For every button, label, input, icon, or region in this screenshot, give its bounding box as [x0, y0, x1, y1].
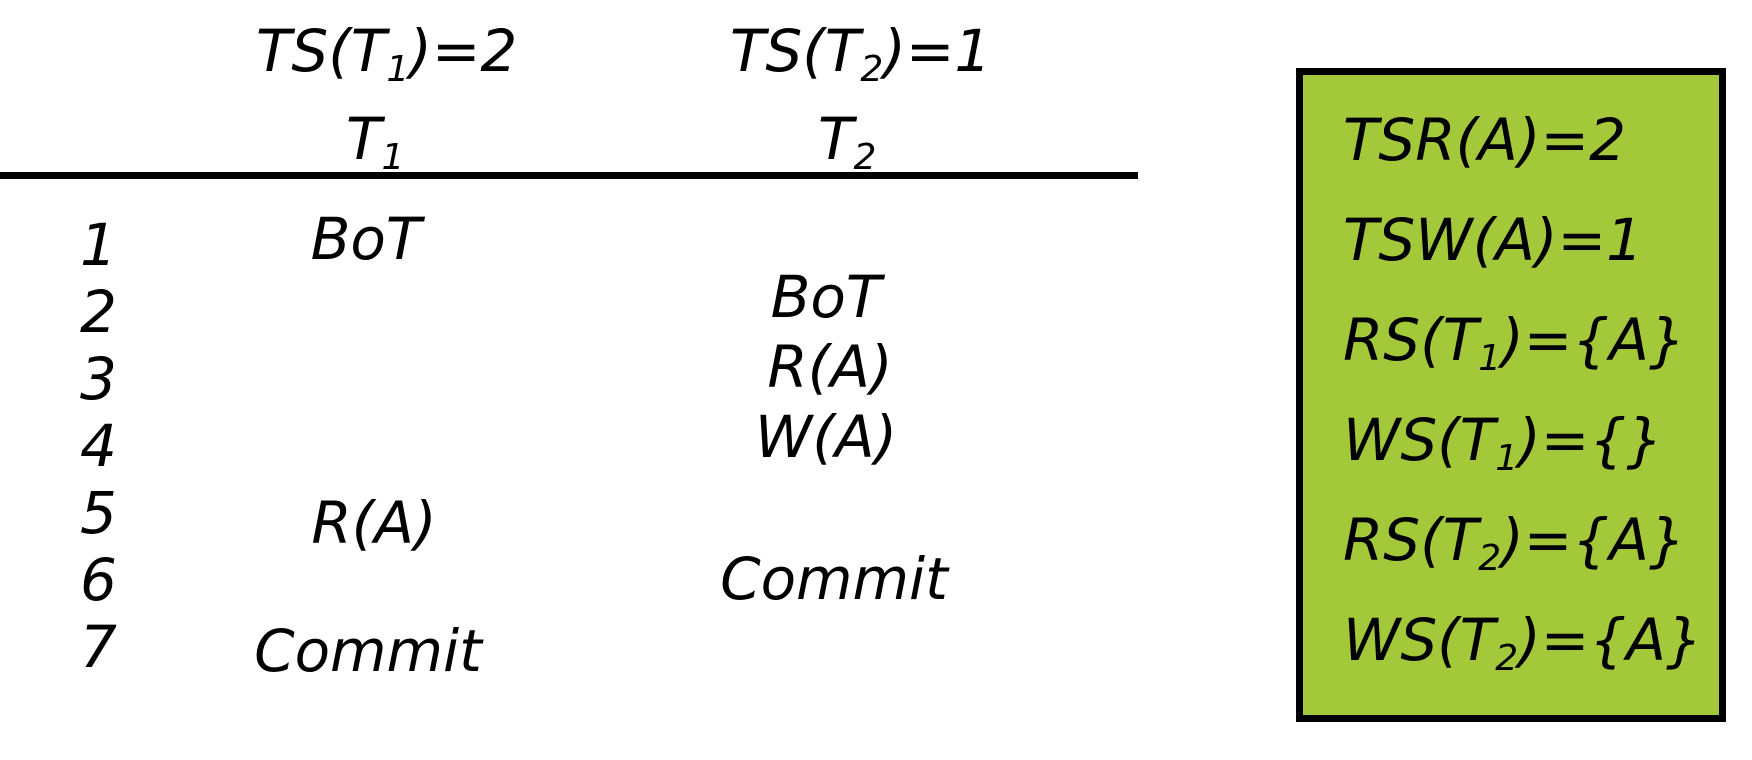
t1-op-commit: Commit — [254, 617, 482, 685]
ws-t2-prefix: WS(T — [1343, 606, 1496, 674]
step-number-4: 4 — [80, 412, 117, 480]
rs-t2-suffix: )={A} — [1501, 506, 1686, 574]
timestamp-state-box: TSR(A)=2 TSW(A)=1 RS(T1)={A} WS(T1)={} R… — [1296, 68, 1726, 722]
t2-ts-sub: 2 — [860, 49, 884, 91]
rs-t2-value: RS(T2)={A} — [1343, 511, 1686, 577]
step-number-2: 2 — [80, 278, 117, 346]
t2-name-prefix: T — [818, 105, 854, 173]
header-divider — [0, 172, 1138, 179]
ws-t1-sub: 1 — [1495, 438, 1519, 480]
step-number-7: 7 — [80, 613, 117, 681]
rs-t1-sub: 1 — [1478, 338, 1502, 380]
rs-t1-value: RS(T1)={A} — [1343, 311, 1686, 377]
t1-name-prefix: T — [346, 105, 382, 173]
rs-t2-sub: 2 — [1478, 538, 1502, 580]
step-number-6: 6 — [80, 546, 117, 614]
step-number-3: 3 — [80, 345, 117, 413]
t2-ts-prefix: TS(T — [730, 17, 861, 85]
t2-op-write-a: W(A) — [754, 403, 898, 471]
t2-column-header: T2 — [818, 110, 876, 176]
t2-ts-suffix: )=1 — [883, 17, 992, 85]
tsw-a-value: TSW(A)=1 — [1343, 206, 1644, 274]
t2-op-commit: Commit — [720, 545, 948, 613]
rs-t1-prefix: RS(T — [1343, 306, 1479, 374]
t2-name-sub: 2 — [853, 137, 877, 179]
ws-t1-suffix: )={} — [1518, 406, 1664, 474]
t1-ts-sub: 1 — [386, 49, 410, 91]
t2-op-read-a: R(A) — [767, 333, 893, 401]
rs-t1-suffix: )={A} — [1501, 306, 1686, 374]
t1-column-header: T1 — [346, 110, 404, 176]
t1-op-read-a: R(A) — [311, 489, 437, 557]
t1-name-sub: 1 — [381, 137, 405, 179]
t2-timestamp-label: TS(T2)=1 — [730, 22, 991, 88]
t1-timestamp-label: TS(T1)=2 — [256, 22, 517, 88]
step-number-5: 5 — [80, 479, 117, 547]
tsr-a-value: TSR(A)=2 — [1343, 106, 1626, 174]
rs-t2-prefix: RS(T — [1343, 506, 1479, 574]
t1-ts-suffix: )=2 — [409, 17, 518, 85]
ws-t1-value: WS(T1)={} — [1343, 411, 1663, 477]
ws-t2-suffix: )={A} — [1518, 606, 1703, 674]
t1-op-bot: BoT — [310, 205, 422, 273]
ws-t1-prefix: WS(T — [1343, 406, 1496, 474]
ws-t2-sub: 2 — [1495, 638, 1519, 680]
ws-t2-value: WS(T2)={A} — [1343, 611, 1703, 677]
t2-op-bot: BoT — [770, 263, 882, 331]
t1-ts-prefix: TS(T — [256, 17, 387, 85]
step-number-1: 1 — [80, 211, 117, 279]
